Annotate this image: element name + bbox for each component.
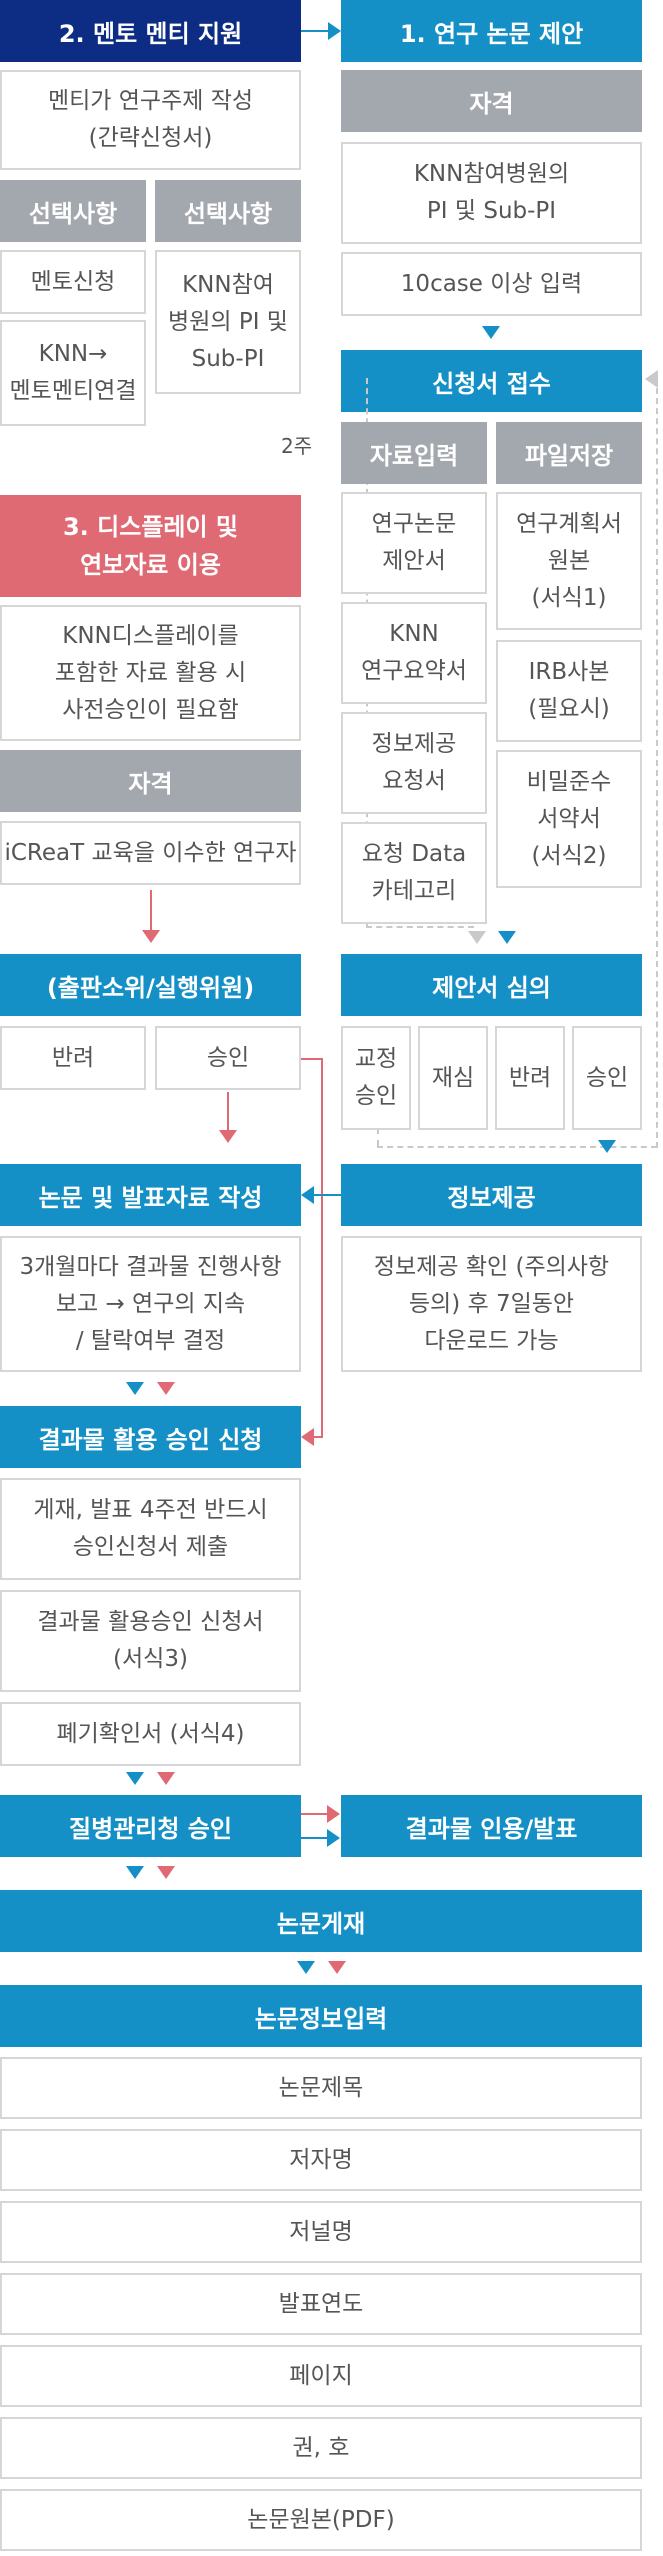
committee-approve: 승인: [155, 1026, 301, 1090]
paper-info-field: 권, 호: [0, 2417, 642, 2479]
result-approval-item: 결과물 활용승인 신청서 (서식3): [0, 1590, 301, 1692]
file-storage-header: 파일저장: [496, 422, 642, 484]
arrow-down-icon: [328, 1961, 346, 1974]
arrow-right-icon: [327, 1805, 340, 1823]
proposal-review-header: 제안서 심의: [341, 954, 642, 1016]
display-qualification-header: 자격: [0, 750, 301, 812]
review-option: 교정 승인: [341, 1026, 411, 1130]
arrow-down-line: [227, 1092, 229, 1130]
paper-info-field: 논문원본(PDF): [0, 2489, 642, 2551]
review-option: 승인: [572, 1026, 642, 1130]
arrow-down-icon: [468, 931, 486, 944]
result-approval-item: 폐기확인서 (서식4): [0, 1702, 301, 1766]
writing-desc: 3개월마다 결과물 진행사항 보고 → 연구의 지속 / 탈락여부 결정: [0, 1236, 301, 1372]
paper-writing-header: 논문 및 발표자료 작성: [0, 1164, 301, 1226]
paper-info-field: 저자명: [0, 2129, 642, 2191]
review-loop-line: [366, 926, 474, 928]
input-item: 요청 Data 카테고리: [341, 822, 487, 924]
paper-info-field: 논문제목: [0, 2057, 642, 2119]
arrow-left-icon: [301, 1186, 314, 1204]
arrow-right-line: [301, 1813, 328, 1815]
arrow-mentor-to-proposal: [301, 30, 329, 32]
review-loop-line: [377, 1128, 379, 1146]
arrow-down-line: [150, 890, 152, 930]
arrow-left-line: [314, 1194, 341, 1196]
mentor-apply-item: 멘토신청: [0, 250, 146, 314]
review-loop-line: [656, 378, 658, 1148]
mentor-option-header-2: 선택사항: [155, 180, 301, 242]
input-item: 연구논문 제안서: [341, 492, 487, 594]
mentor-option-header-1: 선택사항: [0, 180, 146, 242]
arrow-left-icon: [645, 370, 658, 388]
display-qualification: iCReaT 교육을 이수한 연구자: [0, 821, 301, 885]
arrow-right-line: [301, 1837, 328, 1839]
review-loop-line: [377, 1146, 657, 1148]
arrow-down-icon: [297, 1961, 315, 1974]
display-desc: KNN디스플레이를 포함한 자료 활용 시 사전승인이 필요함: [0, 605, 301, 741]
paper-info-field: 페이지: [0, 2345, 642, 2407]
result-approval-item: 게재, 발표 4주전 반드시 승인신청서 제출: [0, 1478, 301, 1580]
input-item: 정보제공 요청서: [341, 712, 487, 814]
paper-info-field: 발표연도: [0, 2273, 642, 2335]
mentor-desc: 멘티가 연구주제 작성 (간략신청서): [0, 70, 301, 170]
mentor-connect-item: KNN→ 멘토멘티연결: [0, 320, 146, 426]
two-weeks-label: 2주: [281, 434, 313, 458]
arrow-down-icon: [126, 1772, 144, 1785]
arrow-down-icon: [157, 1382, 175, 1395]
mentor-pi-item: KNN참여 병원의 PI 및 Sub-PI: [155, 250, 301, 394]
arrow-down-icon: [142, 930, 160, 943]
research-proposal-header: 1. 연구 논문 제안: [341, 0, 642, 62]
application-received-header: 신청서 접수: [341, 350, 642, 412]
input-item: KNN 연구요약서: [341, 602, 487, 704]
approval-connector-line: [301, 1058, 323, 1060]
arrow-down-icon: [219, 1130, 237, 1143]
file-item: 연구계획서 원본 (서식1): [496, 492, 642, 630]
result-approval-header: 결과물 활용 승인 신청: [0, 1406, 301, 1468]
arrow-down-icon: [498, 931, 516, 944]
result-use-header: 결과물 인용/발표: [341, 1795, 642, 1857]
review-option: 반려: [495, 1026, 565, 1130]
paper-published-header: 논문게재: [0, 1890, 642, 1952]
publication-committee-header: (출판소위/실행위원): [0, 954, 301, 1016]
kdca-approval-header: 질병관리청 승인: [0, 1795, 301, 1857]
arrow-down-icon: [598, 1140, 616, 1153]
proposal-qualification-header: 자격: [341, 70, 642, 132]
arrow-head-icon: [328, 22, 341, 40]
arrow-left-icon: [301, 1428, 314, 1446]
data-input-header: 자료입력: [341, 422, 487, 484]
arrow-down-icon: [126, 1866, 144, 1879]
arrow-right-icon: [327, 1829, 340, 1847]
mentor-support-header: 2. 멘토 멘티 지원: [0, 0, 301, 62]
file-item: IRB사본 (필요시): [496, 640, 642, 742]
arrow-down-icon: [157, 1772, 175, 1785]
approval-connector-line: [321, 1058, 323, 1438]
display-usage-header: 3. 디스플레이 및 연보자료 이용: [0, 495, 301, 597]
arrow-down-icon: [157, 1866, 175, 1879]
paper-info-header: 논문정보입력: [0, 1985, 642, 2047]
arrow-down-icon: [482, 326, 500, 339]
info-provision-desc: 정보제공 확인 (주의사항 등의) 후 7일동안 다운로드 가능: [341, 1236, 642, 1372]
arrow-down-icon: [126, 1382, 144, 1395]
review-option: 재심: [418, 1026, 488, 1130]
proposal-qualification-cases: 10case 이상 입력: [341, 252, 642, 316]
info-provision-header: 정보제공: [341, 1164, 642, 1226]
proposal-qualification-pi: KNN참여병원의 PI 및 Sub-PI: [341, 142, 642, 244]
paper-info-field: 저널명: [0, 2201, 642, 2263]
committee-reject: 반려: [0, 1026, 146, 1090]
approval-connector-line: [313, 1436, 323, 1438]
file-item: 비밀준수 서약서 (서식2): [496, 750, 642, 888]
